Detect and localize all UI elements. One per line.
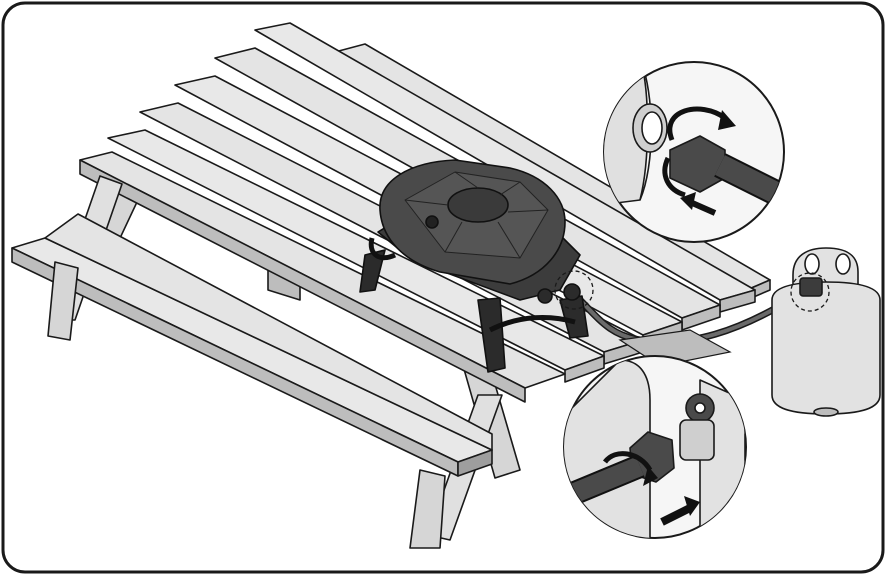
grill-leg-front	[477, 297, 506, 373]
grill-connection-callout	[603, 61, 785, 243]
grill-lid-vent	[447, 187, 509, 223]
bench-leg-right	[409, 469, 446, 549]
push-direction-arrow-icon	[680, 192, 717, 216]
clockwise-rotation-arrow-icon-2	[602, 451, 653, 472]
push-direction-arrow-icon-2	[660, 496, 700, 526]
grill-connection-highlight	[554, 270, 594, 310]
bench-leg-left	[47, 261, 79, 341]
tank-valve	[799, 277, 823, 297]
portable-grill	[359, 159, 589, 373]
lid-handle	[425, 215, 439, 229]
propane-tank	[771, 247, 881, 417]
grill-leg-left	[359, 249, 386, 293]
clockwise-rotation-arrow-icon	[667, 106, 727, 141]
grill-control-knob	[537, 288, 553, 304]
tank-connection-highlight	[790, 272, 830, 312]
front-bench-top-2	[44, 213, 493, 451]
